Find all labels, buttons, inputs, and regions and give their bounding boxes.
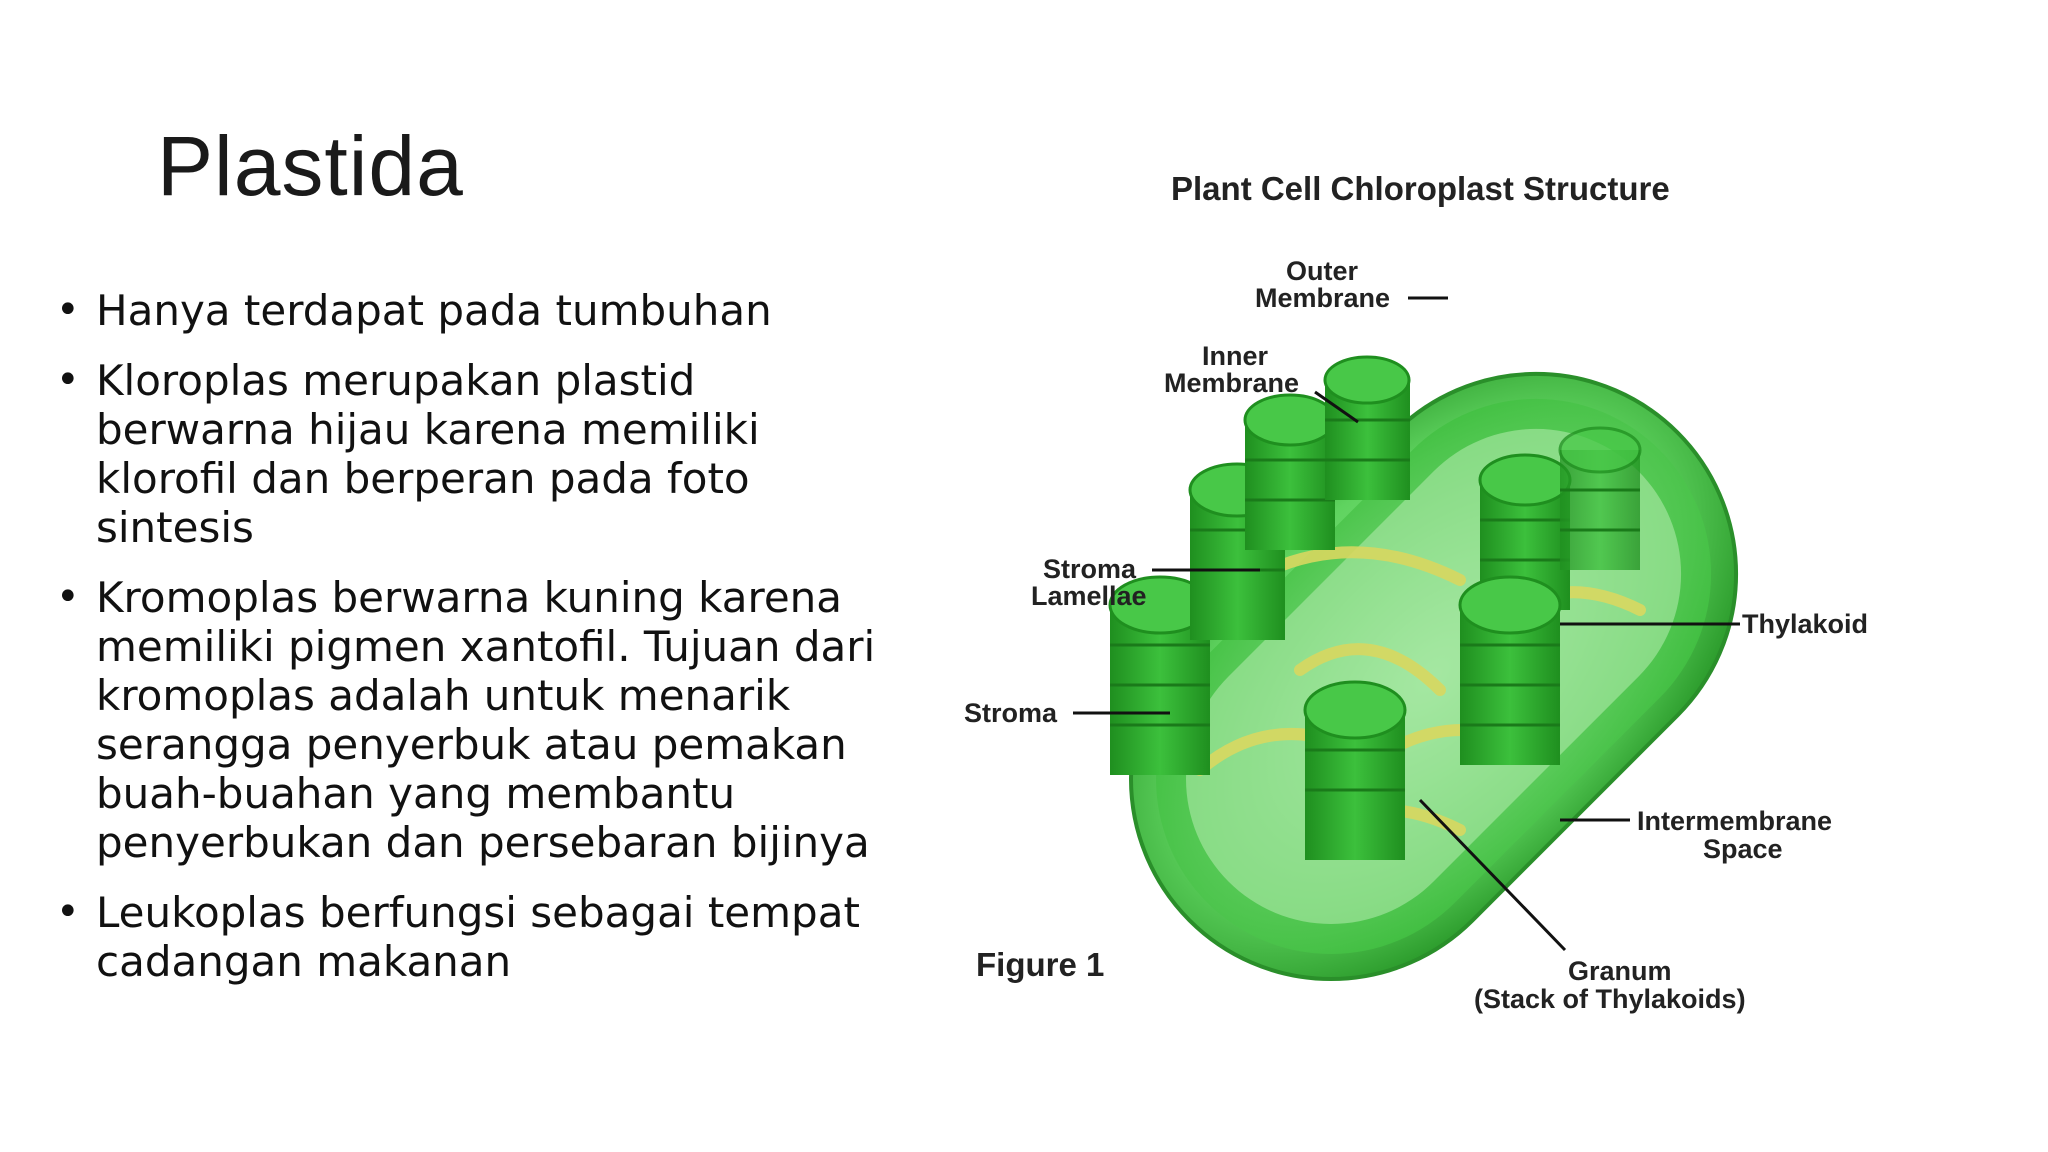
bullet-item: • Kromoplas berwarna kuning karena memili… — [56, 573, 896, 867]
figure-caption: Figure 1 — [976, 946, 1104, 983]
label-outer-membrane-line2: Membrane — [1255, 283, 1390, 313]
label-stroma-lamellae-line1: Stroma — [1043, 554, 1137, 584]
label-thylakoid: Thylakoid — [1742, 609, 1868, 639]
granum-stack — [1243, 393, 1337, 550]
granum-stack — [1323, 355, 1411, 500]
bullet-list: • Hanya terdapat pada tumbuhan • Kloroplas… — [56, 286, 896, 1007]
granum-stack — [1458, 575, 1562, 765]
label-granum-line2: (Stack of Thylakoids) — [1474, 984, 1746, 1014]
chloroplast-figure: Plant Cell Chloroplast Structure — [940, 150, 1940, 1050]
granum-stack — [1558, 426, 1642, 570]
label-intermembrane-line2: Space — [1703, 834, 1783, 864]
label-intermembrane-line1: Intermembrane — [1637, 806, 1832, 836]
bullet-text: Leukoplas berfungsi sebagai tempat cadan… — [96, 888, 860, 986]
label-inner-membrane-line1: Inner — [1202, 341, 1269, 371]
label-stroma-lamellae-line2: Lamellae — [1031, 581, 1147, 611]
label-stroma: Stroma — [964, 698, 1058, 728]
figure-title: Plant Cell Chloroplast Structure — [1171, 170, 1670, 207]
label-granum-line1: Granum — [1568, 956, 1672, 986]
bullet-text: Hanya terdapat pada tumbuhan — [96, 286, 772, 335]
bullet-dot: • — [56, 574, 80, 620]
chloroplast-diagram: Plant Cell Chloroplast Structure — [964, 170, 1868, 1014]
bullet-item: • Kloroplas merupakan plastid berwarna hi… — [56, 356, 896, 552]
slide-title: Plastida — [157, 119, 464, 213]
bullet-text: Kromoplas berwarna kuning karena memilik… — [96, 573, 876, 867]
bullet-dot: • — [56, 287, 80, 333]
bullet-text: Kloroplas merupakan plastid berwarna hij… — [96, 356, 760, 552]
bullet-dot: • — [56, 889, 80, 935]
label-inner-membrane-line2: Membrane — [1164, 368, 1299, 398]
label-outer-membrane-line1: Outer — [1286, 256, 1359, 286]
granum-stack — [1303, 680, 1407, 860]
bullet-item: • Leukoplas berfungsi sebagai tempat cada… — [56, 888, 896, 986]
bullet-dot: • — [56, 357, 80, 403]
grana-stacks — [1108, 355, 1642, 860]
bullet-item: • Hanya terdapat pada tumbuhan — [56, 286, 896, 335]
leader-lines — [1073, 296, 1740, 952]
